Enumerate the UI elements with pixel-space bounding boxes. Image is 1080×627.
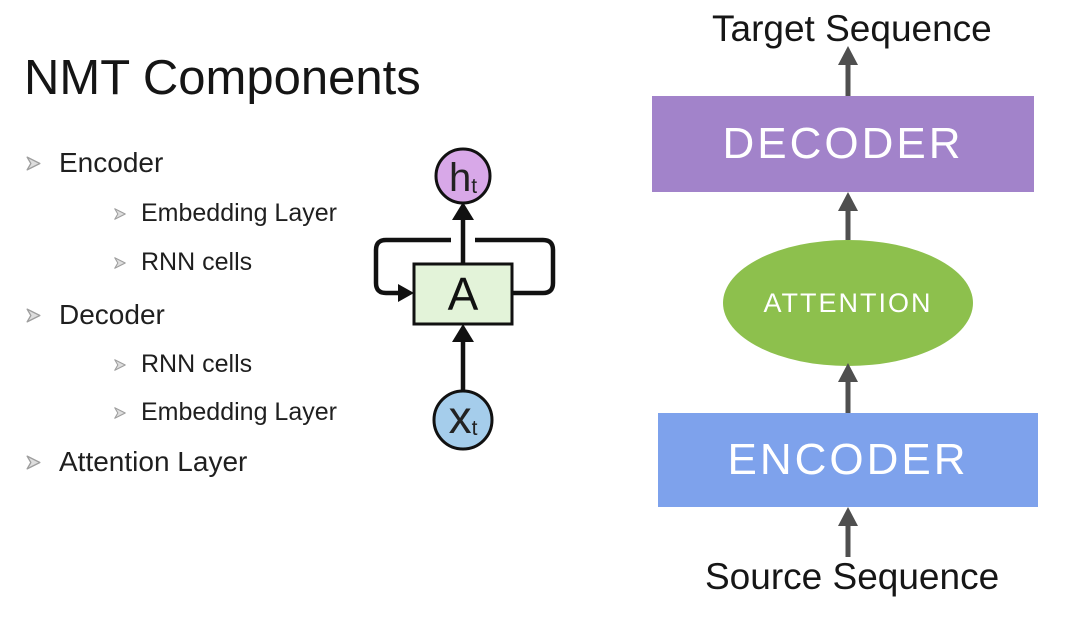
rnn-cell-label: A: [448, 268, 479, 320]
hidden-state-circle: [434, 147, 492, 205]
rnn-cell-box: [412, 262, 514, 326]
list-item-label: Attention Layer: [59, 446, 248, 477]
list-item-attention-layer: Attention Layer: [25, 446, 247, 478]
target-sequence-label: Target Sequence: [712, 8, 992, 49]
chevron-bullet-icon: [114, 358, 126, 371]
input-label: xt: [449, 391, 478, 443]
attention-ellipse: ATTENTION: [723, 240, 973, 366]
rnn-cell-diagram: A ht xt: [373, 147, 556, 451]
chevron-bullet-icon: [114, 256, 126, 269]
slide-title: NMT Components: [24, 51, 421, 105]
hidden-state-subscript: t: [471, 175, 477, 198]
list-item-label: RNN cells: [141, 350, 253, 378]
list-item-decoder: Decoder: [25, 299, 165, 331]
list-item-embedding-layer: Embedding Layer: [113, 199, 337, 228]
input-circle: [432, 389, 494, 451]
chevron-bullet-icon: [26, 155, 41, 171]
list-item-embedding-layer: Embedding Layer: [113, 398, 337, 427]
encoder-box: ENCODER: [658, 413, 1038, 507]
list-item-label: Encoder: [59, 147, 164, 178]
input-arrowhead-icon: [452, 324, 474, 342]
recurrent-loop-arrowhead-icon: [398, 284, 414, 302]
arrow-source-to-encoder-icon: [838, 507, 858, 557]
list-item-encoder: Encoder: [25, 147, 163, 179]
arrow-attention-to-decoder-icon: [838, 192, 858, 240]
chevron-bullet-icon: [114, 207, 126, 220]
chevron-bullet-icon: [26, 454, 41, 470]
chevron-bullet-icon: [114, 406, 126, 419]
decoder-box: DECODER: [652, 96, 1034, 192]
input-main: x: [449, 391, 472, 443]
list-item-label: Embedding Layer: [141, 398, 337, 426]
arrow-encoder-to-attention-icon: [838, 363, 858, 413]
list-item-rnn-cells: RNN cells: [113, 350, 252, 379]
list-item-label: Embedding Layer: [141, 199, 337, 227]
chevron-bullet-icon: [26, 307, 41, 323]
output-arrowhead-icon: [452, 202, 474, 220]
input-subscript: t: [472, 417, 478, 440]
list-item-label: Decoder: [59, 299, 165, 330]
list-item-label: RNN cells: [141, 248, 253, 276]
list-item-rnn-cells: RNN cells: [113, 248, 252, 277]
hidden-state-main: h: [449, 156, 471, 200]
source-sequence-label: Source Sequence: [705, 556, 1000, 597]
hidden-state-label: ht: [449, 156, 477, 200]
arrow-decoder-to-target-icon: [838, 46, 858, 96]
